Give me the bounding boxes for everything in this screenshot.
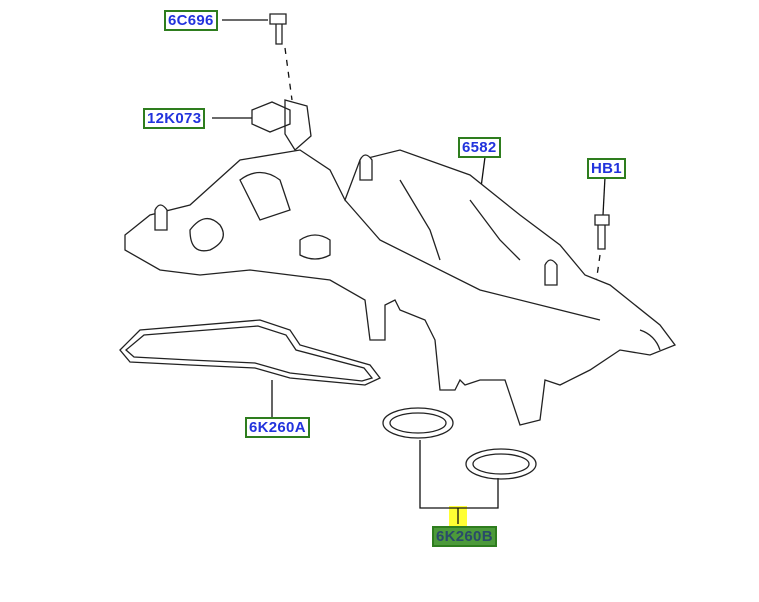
sensor-12k073 bbox=[251, 99, 312, 151]
bolt-6c696 bbox=[269, 13, 287, 45]
part-label-hb1[interactable]: HB1 bbox=[587, 158, 626, 179]
bolt-hb1 bbox=[594, 214, 610, 250]
part-label-6582[interactable]: 6582 bbox=[458, 137, 501, 158]
seals-6k260b bbox=[382, 407, 537, 480]
part-label-12k073[interactable]: 12K073 bbox=[143, 108, 206, 129]
part-label-6c696[interactable]: 6C696 bbox=[164, 10, 218, 31]
intake-manifold-6582 bbox=[124, 149, 677, 426]
part-label-6k260b-selected[interactable]: 6K260B bbox=[432, 526, 497, 547]
part-label-6k260a[interactable]: 6K260A bbox=[245, 417, 310, 438]
gasket-6k260a bbox=[119, 319, 382, 386]
